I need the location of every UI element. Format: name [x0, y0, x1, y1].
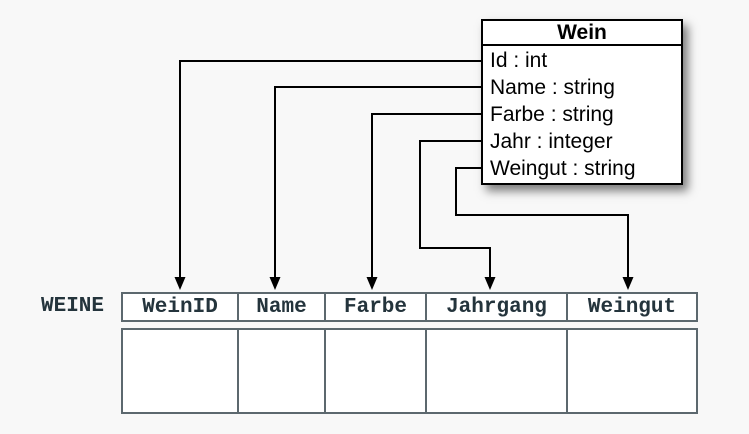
table-name-label: WEINE: [41, 295, 105, 318]
connector-jahr-to-jahrgang: [419, 140, 491, 277]
table-cell-empty: [566, 330, 696, 412]
table-cell-empty: [324, 330, 425, 412]
connector-id-to-weinid: [179, 60, 481, 277]
connector-weingut-to-weingut: [455, 167, 629, 277]
column-header-weingut: Weingut: [566, 294, 696, 320]
connector-name-to-name: [274, 86, 481, 277]
table-cell-empty: [425, 330, 566, 412]
class-box-title: Wein: [483, 21, 681, 46]
class-attribute-farbe: Farbe : string: [490, 103, 614, 126]
class-attribute-id: Id : int: [490, 49, 548, 72]
arrowhead-down-icon: [484, 277, 496, 290]
arrowhead-down-icon: [366, 277, 378, 290]
arrowhead-down-icon: [174, 277, 186, 290]
table-cell-empty: [123, 330, 237, 412]
uml-class-box-wein: Wein Id : int Name : string Farbe : stri…: [481, 19, 683, 185]
arrowhead-down-icon: [269, 277, 281, 290]
connector-farbe-to-farbe: [371, 113, 481, 277]
class-box-attributes: Id : int Name : string Farbe : string Ja…: [483, 46, 681, 182]
table-cell-empty: [237, 330, 324, 412]
column-header-weinid: WeinID: [142, 295, 218, 319]
class-attribute-name: Name : string: [490, 76, 615, 99]
column-header-name: Name: [237, 294, 324, 320]
class-attribute-weingut: Weingut : string: [490, 157, 636, 180]
arrowhead-down-icon: [622, 277, 634, 290]
table-body-row: [121, 328, 698, 414]
column-header-farbe: Farbe: [324, 294, 425, 320]
column-header-jahrgang: Jahrgang: [425, 294, 566, 320]
table-header-row: WeinID Name Farbe Jahrgang Weingut: [121, 292, 698, 322]
class-attribute-jahr: Jahr : integer: [490, 130, 613, 153]
